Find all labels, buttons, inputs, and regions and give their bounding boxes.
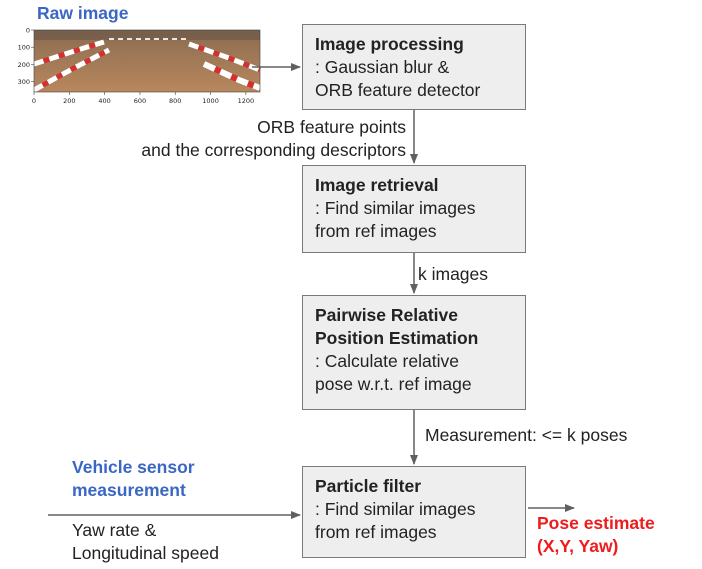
particle-filter-title: Particle filter [315,476,422,496]
particle-filter-desc: : Find similar images from ref images [315,499,476,542]
track-tape-right-red [188,41,261,73]
y-tick-label: 300 [18,78,30,86]
raw-image-x-axis: 0 200 400 600 800 1000 1200 [32,92,254,105]
track-tape-right-near-red [202,61,262,91]
k-images-label: k images [418,264,489,284]
x-tick-label: 400 [98,97,110,105]
image-processing-desc: : Gaussian blur & ORB feature detector [315,57,481,100]
raw-image-label: Raw image [37,3,129,23]
x-tick-label: 600 [134,97,146,105]
raw-image-y-axis: 0 100 200 300 [18,27,34,86]
x-tick-label: 800 [169,97,181,105]
vehicle-sensor-label: Vehicle sensor measurement [72,457,195,500]
raw-image-photo [34,30,260,92]
image-retrieval-title: Image retrieval [315,175,439,195]
pairwise-title: Pairwise Relative Position Estimation [315,305,479,348]
x-tick-label: 1200 [238,97,255,105]
track-tape-mid [32,47,111,93]
y-tick-label: 200 [18,61,30,69]
image-retrieval-box: Image retrieval : Find similar images fr… [302,165,526,253]
pose-estimate-label: Pose estimate (X,Y, Yaw) [537,513,655,556]
track-tape-left [33,39,105,67]
image-retrieval-desc: : Find similar images from ref images [315,198,476,241]
raw-image-wall [34,30,260,40]
raw-image-plot: 0 100 200 300 0 200 400 600 800 1000 1200 [18,27,262,105]
vehicle-inputs-label: Yaw rate & Longitudinal speed [72,520,219,563]
track-tape-right [188,41,261,73]
image-processing-box: Image processing : Gaussian blur & ORB f… [302,24,526,110]
track-tape-mid-red [32,47,111,93]
x-tick-label: 1000 [202,97,219,105]
pairwise-desc: : Calculate relative pose w.r.t. ref ima… [315,351,472,394]
y-tick-label: 0 [26,27,30,35]
image-processing-title: Image processing [315,34,464,54]
track-tape-right-near [202,61,262,91]
x-tick-label: 200 [63,97,75,105]
pairwise-box: Pairwise Relative Position Estimation : … [302,295,526,410]
particle-filter-box: Particle filter : Find similar images fr… [302,466,526,558]
y-tick-label: 100 [18,44,30,52]
orb-points-label: ORB feature points and the corresponding… [141,117,406,160]
raw-image-frame [33,29,261,93]
x-tick-label: 0 [32,97,36,105]
measurement-label: Measurement: <= k poses [425,425,628,445]
